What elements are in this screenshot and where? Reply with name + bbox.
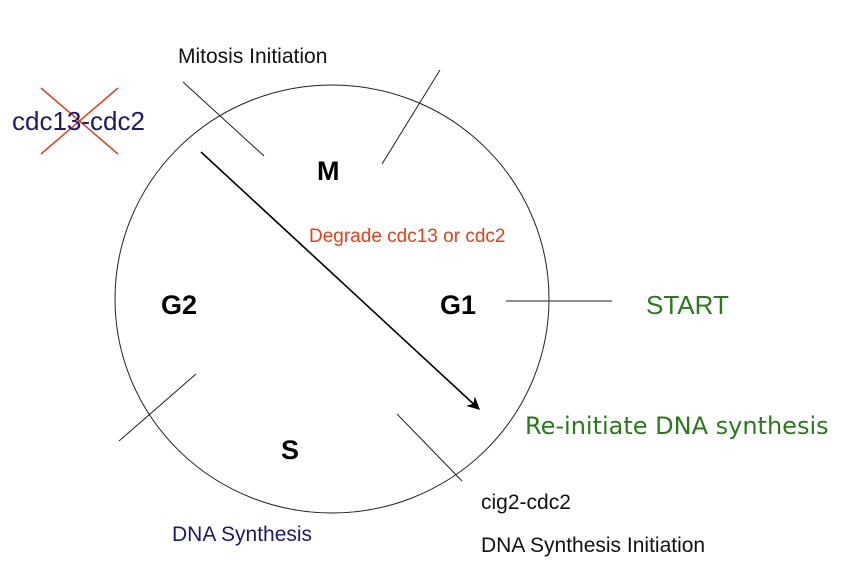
m-g1-boundary-line: [381, 69, 441, 165]
degrade-arrow: [200, 151, 480, 410]
g2-s-boundary-line: [118, 373, 197, 442]
degrade-label: Degrade cdc13 or cdc2: [309, 226, 506, 247]
phase-m-label: M: [317, 156, 340, 186]
mitosis-initiation-label: Mitosis Initiation: [178, 45, 328, 68]
cig2-cdc2-label: cig2-cdc2: [481, 491, 571, 514]
cross-out-line-2: [40, 87, 119, 155]
m-g2-boundary-line: [182, 81, 265, 157]
reinitiate-dna-synthesis-label: Re-initiate DNA synthesis: [525, 412, 829, 440]
s-g1-boundary-line: [396, 413, 463, 482]
start-label: START: [646, 290, 729, 320]
cell-cycle-circle: [114, 84, 550, 514]
dna-synthesis-initiation-label: DNA Synthesis Initiation: [481, 534, 706, 557]
phase-g1-label: G1: [440, 290, 477, 320]
dna-synthesis-label: DNA Synthesis: [172, 523, 313, 546]
phase-g2-label: G2: [161, 290, 198, 320]
cdc13-cdc2-label: cdc13-cdc2: [12, 106, 145, 136]
phase-s-label: S: [281, 435, 300, 465]
